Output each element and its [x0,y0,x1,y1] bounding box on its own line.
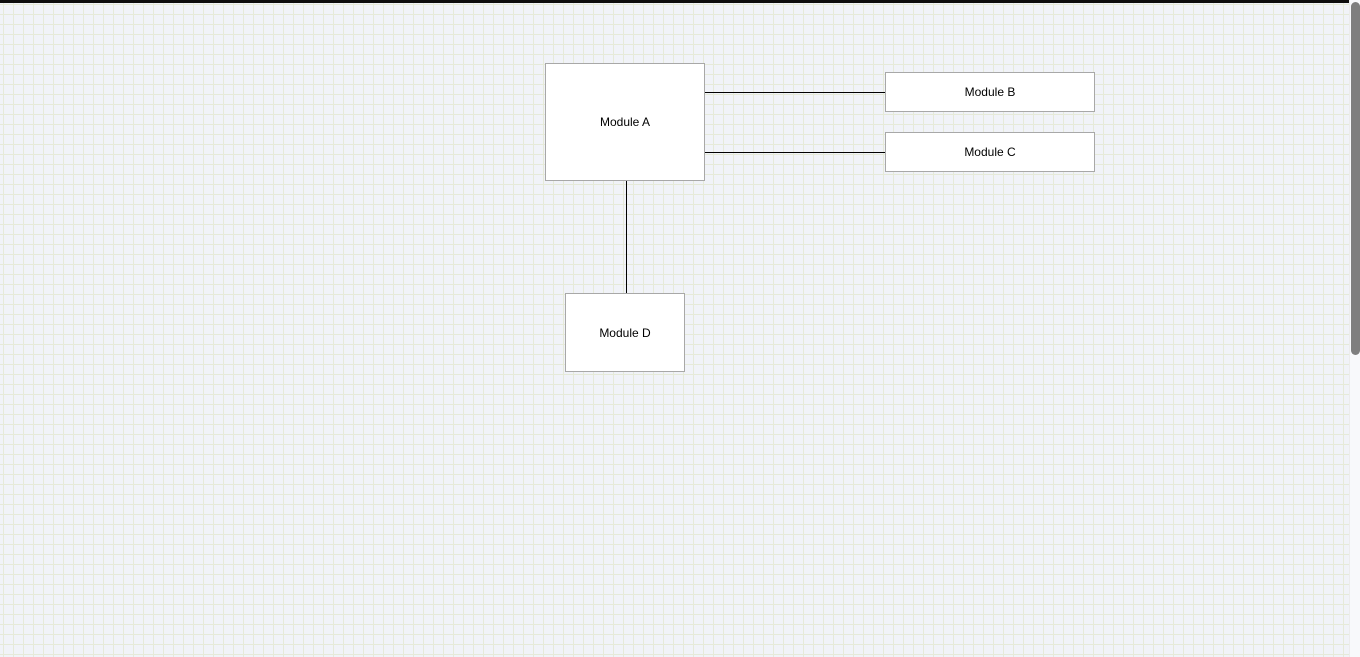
top-edge-bar [0,0,1349,3]
diagram-node-module-a[interactable]: Module A [545,63,705,181]
edge-module-a-module-b[interactable] [705,92,885,93]
diagram-node-module-d[interactable]: Module D [565,293,685,372]
node-label-module-d: Module D [599,325,651,340]
vertical-scrollbar-track[interactable] [1349,0,1360,657]
edge-module-a-module-d[interactable] [626,181,627,293]
diagram-node-module-c[interactable]: Module C [885,132,1095,172]
diagram-node-module-b[interactable]: Module B [885,72,1095,112]
node-label-module-c: Module C [964,145,1016,159]
vertical-scrollbar-thumb[interactable] [1351,2,1360,355]
node-label-module-a: Module A [599,115,651,129]
edge-module-a-module-c[interactable] [705,152,885,153]
node-label-module-b: Module B [964,85,1016,99]
